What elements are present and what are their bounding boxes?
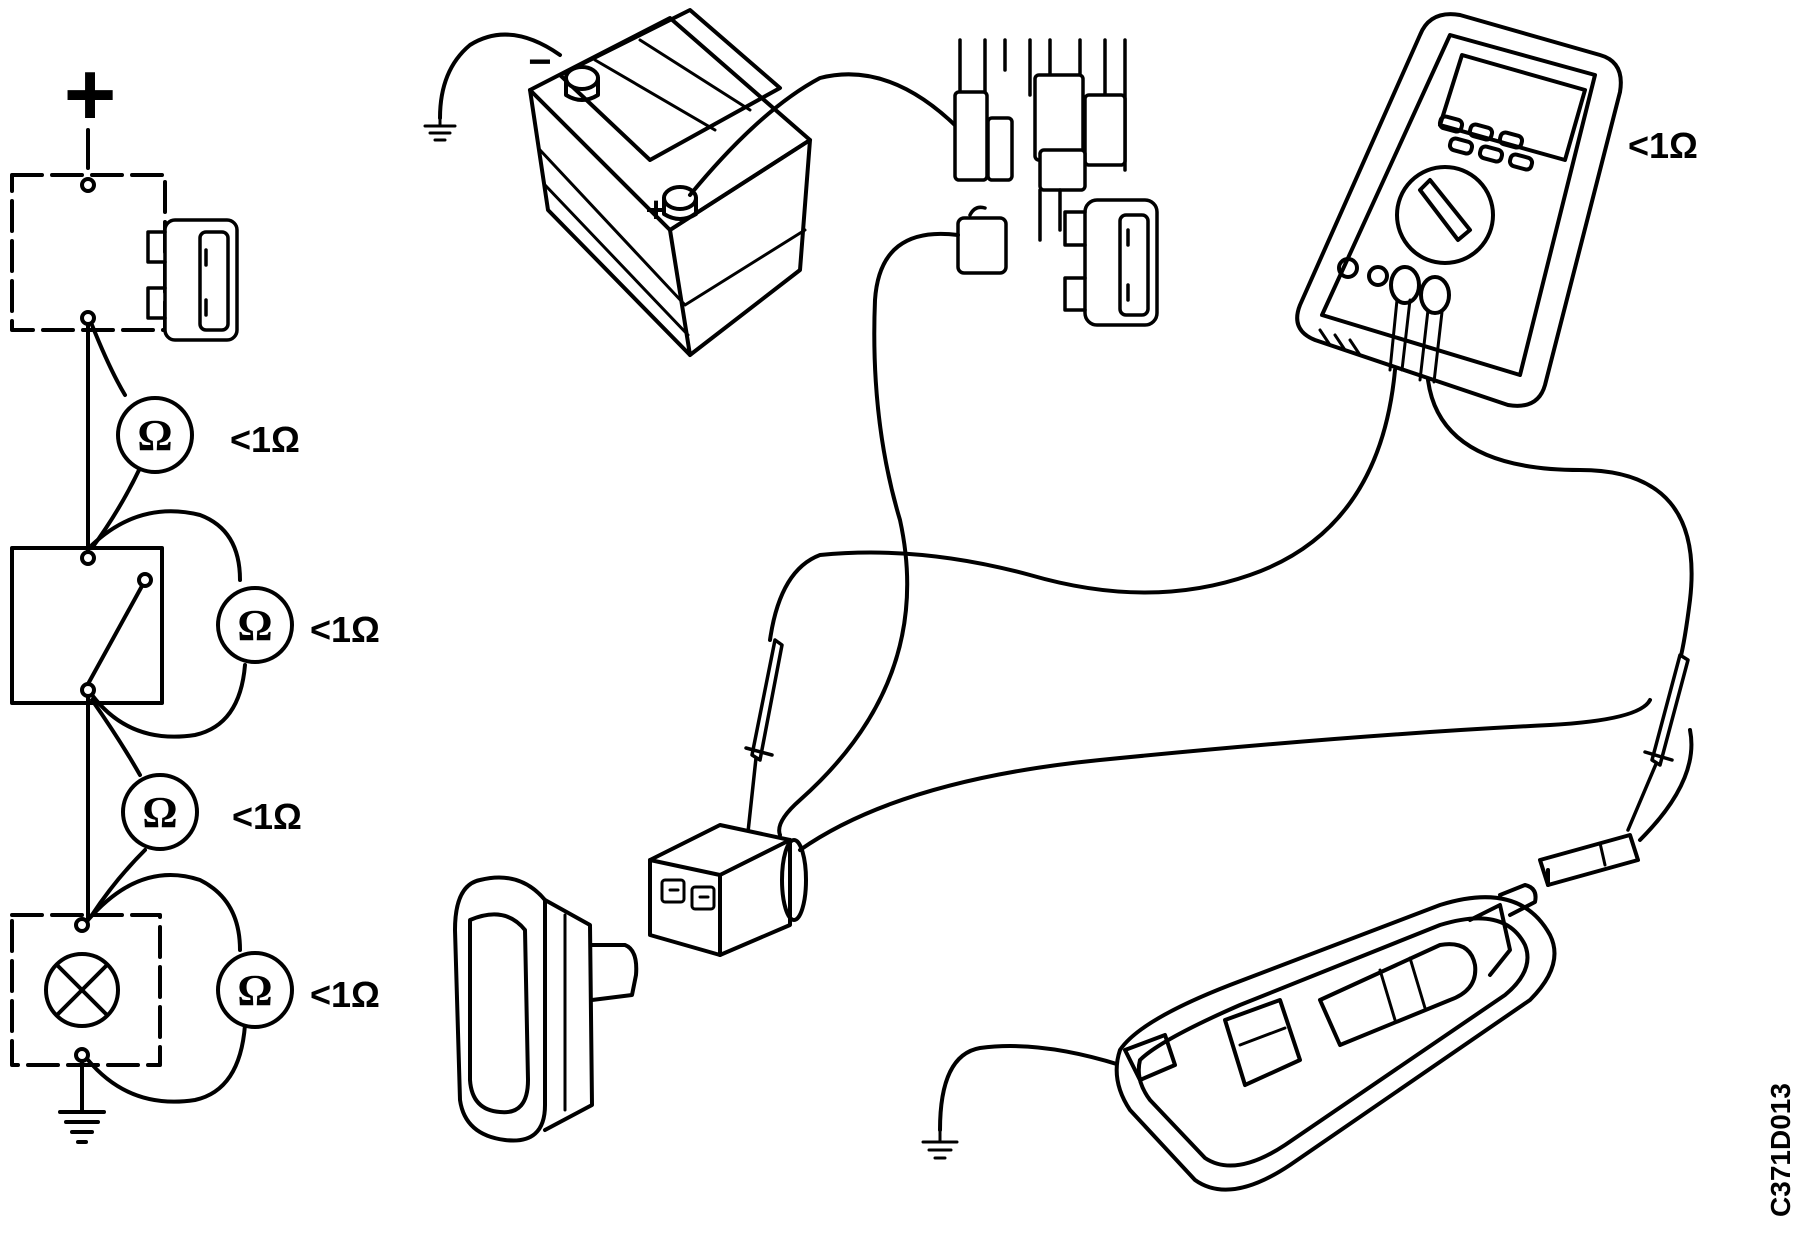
lamp-block xyxy=(10,913,162,1067)
terminal xyxy=(74,917,90,933)
ohmmeter-icon xyxy=(216,586,294,664)
fuse-box-outline xyxy=(10,173,167,332)
switch-box-outline xyxy=(10,546,164,705)
terminal xyxy=(80,177,96,193)
ohmmeter-icon xyxy=(216,951,294,1029)
ohm-symbol: Ω xyxy=(142,788,177,837)
battery-positive-label: + xyxy=(645,189,666,230)
meter-lead xyxy=(86,1023,247,1104)
lamp-connector-icon xyxy=(1538,833,1640,887)
ground-wire xyxy=(938,1044,1122,1132)
multimeter-icon xyxy=(1295,12,1623,408)
rocker-switch-icon xyxy=(453,875,639,1143)
meter-lead xyxy=(90,323,127,397)
switch-to-lamp-wire xyxy=(798,698,1652,852)
ohm-symbol: Ω xyxy=(237,601,272,650)
test-probe-icon xyxy=(1626,653,1690,832)
battery-icon xyxy=(528,8,812,357)
battery-feed-wire xyxy=(688,72,962,197)
test-lead xyxy=(1426,378,1694,662)
reading-switch: <1Ω xyxy=(310,609,380,650)
ground-icon xyxy=(423,116,457,142)
ohm-symbol: Ω xyxy=(137,411,172,460)
figure-code: C371D013 xyxy=(1765,1083,1796,1217)
reading-lamp: <1Ω xyxy=(310,974,380,1015)
switch-connector-icon xyxy=(648,823,808,957)
ground-wire xyxy=(438,32,562,120)
lamp-unit-icon xyxy=(1114,883,1557,1192)
blade-fuse-icon xyxy=(146,218,239,342)
reading-wire: <1Ω xyxy=(232,796,302,837)
meter-lead xyxy=(90,466,142,550)
schematic: + Ω <1Ω xyxy=(10,45,380,1144)
reading-fuse: <1Ω xyxy=(230,419,300,460)
lamp-lead xyxy=(1638,728,1694,842)
meter-lead xyxy=(86,873,242,952)
supply-plus-label: + xyxy=(64,45,117,145)
meter-lead xyxy=(90,509,242,582)
ohmmeter-icon xyxy=(121,773,199,851)
fuse-box-connectors xyxy=(953,38,1127,275)
meter-lead xyxy=(90,698,142,777)
ohmmeter-icon xyxy=(116,396,194,474)
fuse-block xyxy=(10,173,239,342)
switch-contact xyxy=(86,584,144,686)
ohm-symbol: Ω xyxy=(237,966,272,1015)
test-probe-icon xyxy=(744,638,784,834)
ground-icon xyxy=(921,1128,959,1160)
switch-block xyxy=(10,546,164,705)
meter-lead xyxy=(90,663,247,739)
fuse-to-switch-wire xyxy=(777,231,960,837)
blade-fuse-icon xyxy=(1063,198,1159,327)
lamp-icon xyxy=(44,952,120,1028)
lamp-box-outline xyxy=(10,913,162,1067)
reading-multimeter: <1Ω xyxy=(1628,125,1698,166)
terminal xyxy=(137,572,153,588)
battery-negative-label: − xyxy=(528,40,551,84)
terminal xyxy=(80,550,96,566)
test-lead xyxy=(768,368,1397,642)
ground-icon xyxy=(58,1059,106,1144)
